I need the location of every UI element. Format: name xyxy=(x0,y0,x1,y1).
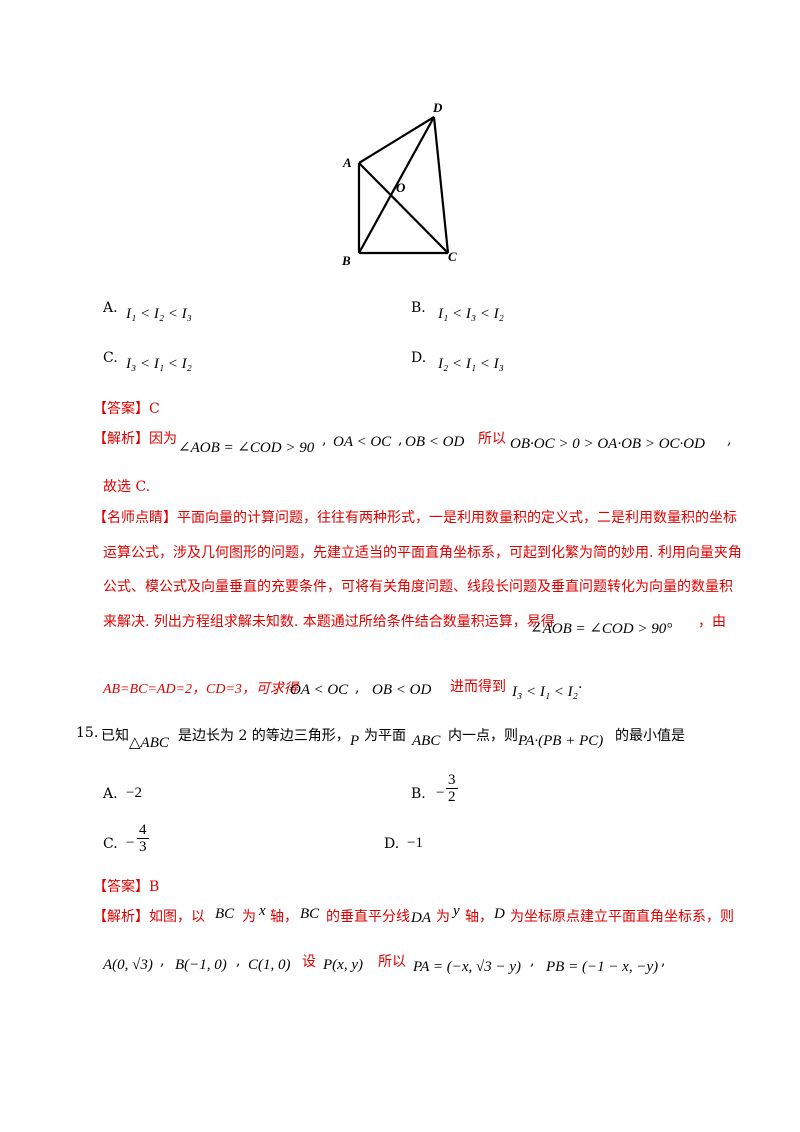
analysis-part-f: 轴， xyxy=(465,909,493,925)
analysis-part-a: 【解析】如图，以 xyxy=(93,909,205,925)
analysis-da: DA xyxy=(411,910,431,926)
answer-label: 【答案】B xyxy=(93,879,160,895)
analysis-oa-oc: OA < OC xyxy=(333,434,392,450)
coord-p: P(x, y) xyxy=(323,957,363,973)
analysis-angle-expr: ∠AOB = ∠COD > 90 xyxy=(178,440,315,456)
stem-part-e: 的最小值是 xyxy=(615,728,685,744)
comma: , xyxy=(160,953,165,969)
stem-point-p: P xyxy=(350,733,360,749)
diagonal-AC xyxy=(358,162,449,254)
vector-pb: PB = (−1 − x, −y) xyxy=(546,959,659,975)
option-d-text: −1 xyxy=(407,835,423,851)
option-b-text: I₁ < I₃ < I₂ xyxy=(438,306,504,322)
comment-line-5b: 进而得到 xyxy=(450,679,506,695)
comment-line-1: 【名师点睛】平面向量的计算问题，往往有两种形式，一是利用数量积的定义式，二是利用… xyxy=(93,510,737,526)
vector-pa: PA = (−x, √3 − y) xyxy=(413,959,522,975)
point-label-D: D xyxy=(433,100,443,115)
answer-label: 【答案】C xyxy=(93,401,160,417)
comment-angle-expr: ∠AOB = ∠COD > 90° xyxy=(530,621,673,637)
stem-part-d: 内一点，则 xyxy=(448,728,518,744)
option-b-label: B. xyxy=(411,300,426,316)
minus-sign: − xyxy=(126,835,135,851)
coords-so: 所以 xyxy=(378,954,406,970)
option-c-label: C. xyxy=(103,836,118,852)
analysis-part-c: 轴， xyxy=(270,909,298,925)
coord-b: B(−1, 0) xyxy=(175,957,227,973)
comment-line-5a: AB=BC=AD=2，CD=3，可求得 xyxy=(103,682,298,697)
analysis-bc: BC xyxy=(215,906,235,922)
analysis-part-g: 为坐标原点建立平面直角坐标系，则 xyxy=(510,909,734,925)
analysis-so: 所以 xyxy=(478,431,506,447)
comma: , xyxy=(398,432,403,448)
numerator: 3 xyxy=(446,772,458,789)
question-number: 15. xyxy=(76,725,99,741)
analysis-dot-products: OB·OC > 0 > OA·OB > OC·OD xyxy=(510,436,705,452)
analysis-y-axis: y xyxy=(453,903,460,919)
comment-ob-od: OB < OD xyxy=(372,682,432,698)
stem-part-a: 已知 xyxy=(101,728,129,744)
option-a-label: A. xyxy=(103,300,118,316)
analysis-part-e: 为 xyxy=(436,909,450,925)
period: . xyxy=(578,676,583,692)
analysis-part-b: 为 xyxy=(242,909,256,925)
option-a-text: I₁ < I₂ < I₃ xyxy=(126,306,192,322)
quadrilateral-figure xyxy=(357,116,450,255)
analysis-x-axis: x xyxy=(259,903,266,919)
segment-DA xyxy=(358,116,435,164)
point-label-B: B xyxy=(342,253,351,268)
comma: , xyxy=(322,432,327,448)
comment-ordering: I₃ < I₁ < I₂ xyxy=(512,684,578,700)
stem-part-b: 是边长为 2 的等边三角形， xyxy=(178,728,350,744)
comma: , xyxy=(355,680,360,696)
option-d-label: D. xyxy=(384,836,400,852)
comma: , xyxy=(727,432,732,448)
denominator: 3 xyxy=(139,839,147,855)
option-c-label: C. xyxy=(103,350,118,366)
coords-she: 设 xyxy=(302,954,316,970)
denominator: 2 xyxy=(448,789,456,805)
analysis-origin-d: D xyxy=(494,906,505,922)
comma: , xyxy=(661,953,666,969)
stem-triangle: △ABC xyxy=(129,735,169,751)
option-c-text: I₃ < I₁ < I₂ xyxy=(126,356,192,372)
segment-CD xyxy=(432,116,450,254)
option-b-fraction: 3 2 xyxy=(446,772,458,805)
analysis-part-d: 的垂直平分线 xyxy=(326,909,410,925)
option-a-text: −2 xyxy=(126,785,142,801)
option-c-fraction: 4 3 xyxy=(137,822,149,855)
point-label-A: A xyxy=(343,155,352,170)
analysis-ob-od: OB < OD xyxy=(405,434,465,450)
point-label-C: C xyxy=(448,249,457,264)
analysis-prefix: 【解析】因为 xyxy=(93,431,177,447)
stem-plane-abc: ABC xyxy=(412,733,441,749)
minus-sign: − xyxy=(436,785,445,801)
analysis-bc-2: BC xyxy=(300,906,320,922)
comment-line-4: 来解决. 列出方程组求解未知数. 本题通过所给条件结合数量积运算，易得 xyxy=(103,614,555,630)
point-label-O: O xyxy=(396,180,406,195)
coord-a: A(0, √3) xyxy=(103,957,153,973)
comment-line-3: 公式、模公式及向量垂直的充要条件，可将有关角度问题、线段长问题及垂直问题转化为向… xyxy=(103,579,733,595)
comma: , xyxy=(530,953,535,969)
stem-vector-expr: PA·(PB + PC) xyxy=(518,733,604,749)
comment-you: ，由 xyxy=(698,614,726,630)
comment-oa-oc: OA < OC xyxy=(290,682,349,698)
stem-part-c: 为平面 xyxy=(364,728,406,744)
comma: , xyxy=(236,953,241,969)
numerator: 4 xyxy=(137,822,149,839)
option-a-label: A. xyxy=(103,786,118,802)
option-d-label: D. xyxy=(411,350,427,366)
conclusion: 故选 C. xyxy=(103,479,151,495)
coord-c: C(1, 0) xyxy=(248,957,291,973)
comment-line-2: 运算公式，涉及几何图形的问题，先建立适当的平面直角坐标系，可起到化繁为简的妙用.… xyxy=(103,545,742,561)
option-b-label: B. xyxy=(411,786,426,802)
option-d-text: I₂ < I₁ < I₃ xyxy=(438,356,504,372)
diagonal-BD xyxy=(358,116,435,254)
